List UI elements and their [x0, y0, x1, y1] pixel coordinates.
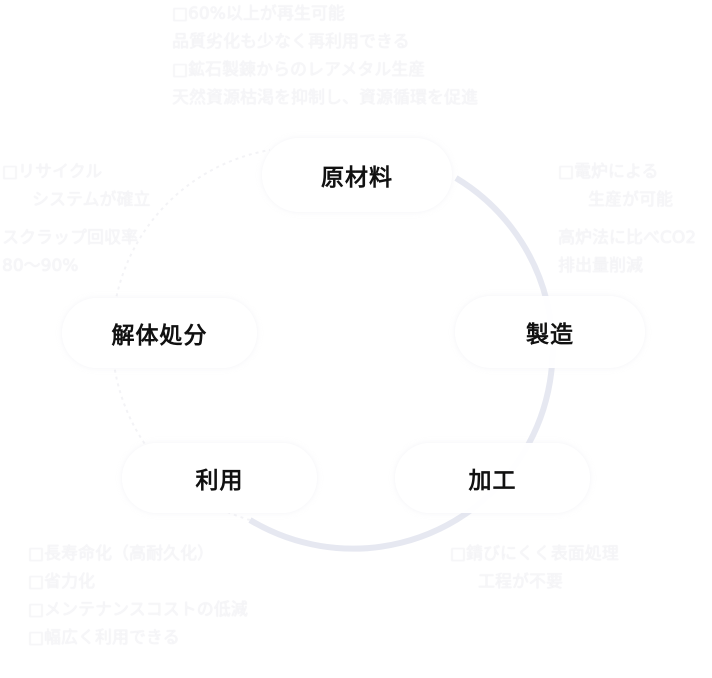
note-line: □メンテナンスコストの低減 [28, 600, 248, 620]
node-use: 利用 [122, 443, 317, 513]
note-bottom-left: □長寿命化（高耐久化） □省力化 □メンテナンスコストの低減 □幅広く利用できる [28, 540, 248, 652]
note-line: □省力化 [28, 572, 96, 592]
note-line: □鉱石製錬からのレアメタル生産 [172, 60, 426, 80]
note-line: □錆びにくく表面処理 [450, 544, 619, 564]
note-line: 高炉法に比べCO2 [558, 228, 697, 248]
node-manufacturing-label: 製造 [526, 322, 574, 348]
note-bottom-right: □錆びにくく表面処理 工程が不要 [450, 540, 619, 596]
note-line: □リサイクル [2, 162, 103, 182]
node-disposal: 解体処分 [62, 298, 257, 368]
note-line: 生産が可能 [588, 190, 673, 210]
note-line: 品質劣化も少なく再利用できる [172, 32, 410, 52]
note-right: □電炉による 生産が可能 高炉法に比べCO2 排出量削減 [558, 158, 696, 280]
note-line: 工程が不要 [478, 572, 563, 592]
note-line: スクラップ回収率 [2, 228, 138, 248]
node-raw-material-label: 原材料 [321, 165, 393, 191]
note-line: 排出量削減 [558, 256, 643, 276]
note-line: □電炉による [558, 162, 659, 182]
node-disposal-label: 解体処分 [111, 323, 208, 349]
node-processing-label: 加工 [468, 468, 517, 494]
node-manufacturing: 製造 [455, 296, 645, 368]
note-line: システムが確立 [32, 190, 151, 210]
node-processing: 加工 [395, 443, 590, 513]
note-left: □リサイクル システムが確立 スクラップ回収率 80〜90% [2, 158, 151, 280]
note-line: 80〜90% [2, 256, 79, 276]
note-line: □長寿命化（高耐久化） [28, 544, 215, 564]
note-line: □幅広く利用できる [28, 628, 180, 648]
note-line: 天然資源枯渇を抑制し、資源循環を促進 [172, 88, 478, 108]
note-top: □60%以上が再生可能 品質劣化も少なく再利用できる □鉱石製錬からのレアメタル… [172, 0, 478, 112]
note-line: □60%以上が再生可能 [172, 4, 345, 24]
node-raw-material: 原材料 [262, 138, 452, 212]
node-use-label: 利用 [195, 468, 244, 494]
